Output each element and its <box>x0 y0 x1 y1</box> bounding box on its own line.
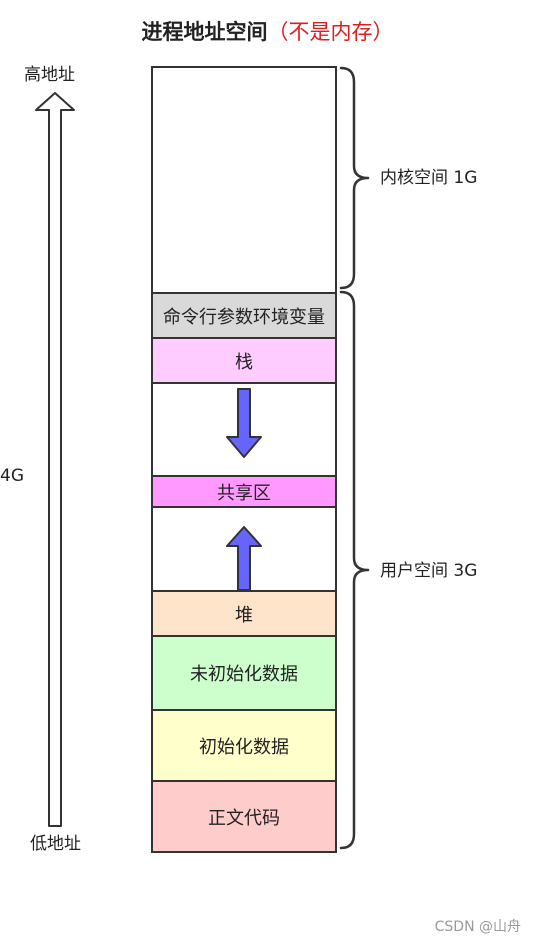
segment-shared-label: 共享区 <box>217 482 271 504</box>
user-space-brace <box>339 290 370 850</box>
title-main: 进程地址空间 <box>141 19 268 44</box>
address-direction-arrow <box>35 92 75 827</box>
segment-cmdline-env-label: 命令行参数环境变量 <box>163 306 325 328</box>
segment-data: 初始化数据 <box>151 709 337 782</box>
segment-bss-label: 未初始化数据 <box>190 664 298 685</box>
segment-bss: 未初始化数据 <box>151 635 337 711</box>
high-address-label: 高地址 <box>24 65 75 85</box>
stack-grows-down-arrow <box>226 388 262 458</box>
diagram-title: 进程地址空间（不是内存） <box>0 18 535 46</box>
segment-cmdline-env: 命令行参数环境变量 <box>151 292 337 339</box>
address-space-size-label: 4G <box>0 466 24 486</box>
segment-shared: 共享区 <box>151 475 337 508</box>
watermark: CSDN @山舟 <box>434 919 521 935</box>
kernel-space-brace <box>339 66 370 290</box>
segment-stack-label: 栈 <box>235 351 253 373</box>
heap-grows-up-arrow <box>226 526 262 591</box>
user-space-label: 用户空间 3G <box>380 561 478 581</box>
segment-text-label: 正文代码 <box>208 807 280 829</box>
title-note: （不是内存） <box>267 20 394 44</box>
segment-data-label: 初始化数据 <box>199 736 289 758</box>
segment-text: 正文代码 <box>151 780 337 853</box>
segment-stack: 栈 <box>151 337 337 384</box>
segment-heap-label: 堆 <box>235 604 253 626</box>
kernel-space-label: 内核空间 1G <box>380 168 478 188</box>
low-address-label: 低地址 <box>30 834 81 854</box>
